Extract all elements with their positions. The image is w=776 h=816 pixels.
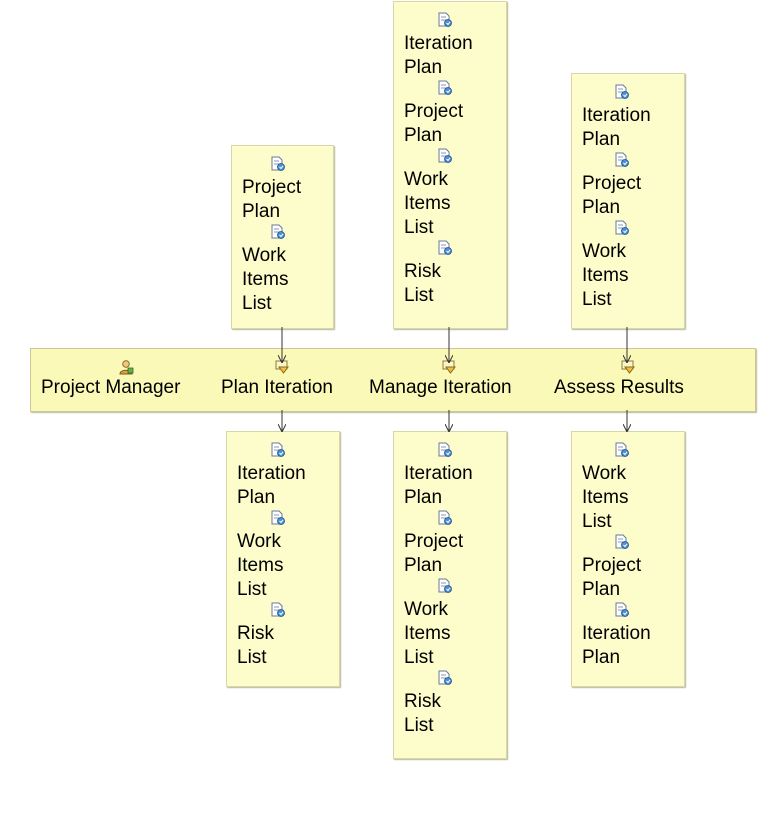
task-label: Assess Results: [554, 377, 684, 398]
artifact-icon: [270, 442, 286, 458]
artifact-icon: [614, 602, 630, 618]
task-label: Plan Iteration: [221, 377, 333, 398]
artifact-icon: [437, 578, 453, 594]
artifact-icon: [437, 12, 453, 28]
artifact-icon: [614, 442, 630, 458]
artifact-icon: [614, 84, 630, 100]
task-assess-results[interactable]: Assess Results: [554, 349, 714, 411]
artifact-icon: [437, 148, 453, 164]
role-icon: [118, 359, 134, 375]
task-manage-iteration[interactable]: Manage Iteration: [369, 349, 539, 411]
role-label: Project Manager: [41, 377, 181, 398]
task-label: Manage Iteration: [369, 377, 512, 398]
artifact-icon: [437, 240, 453, 256]
artifact-icon: [614, 220, 630, 236]
artifact-icon: [437, 670, 453, 686]
artifact-icon: [437, 510, 453, 526]
artifact-icon: [270, 510, 286, 526]
artifact-icon: [270, 602, 286, 618]
artifact-icon: [437, 442, 453, 458]
artifact-icon: [270, 224, 286, 240]
artifact-icon: [437, 80, 453, 96]
task-band: Project Manager Plan Iteration Manage It…: [30, 348, 756, 412]
artifact-icon: [614, 534, 630, 550]
task-plan-iteration[interactable]: Plan Iteration: [221, 349, 351, 411]
task-icon: [274, 359, 290, 375]
role-project-manager[interactable]: Project Manager: [41, 349, 201, 411]
artifact-icon: [614, 152, 630, 168]
artifact-icon: [270, 156, 286, 172]
